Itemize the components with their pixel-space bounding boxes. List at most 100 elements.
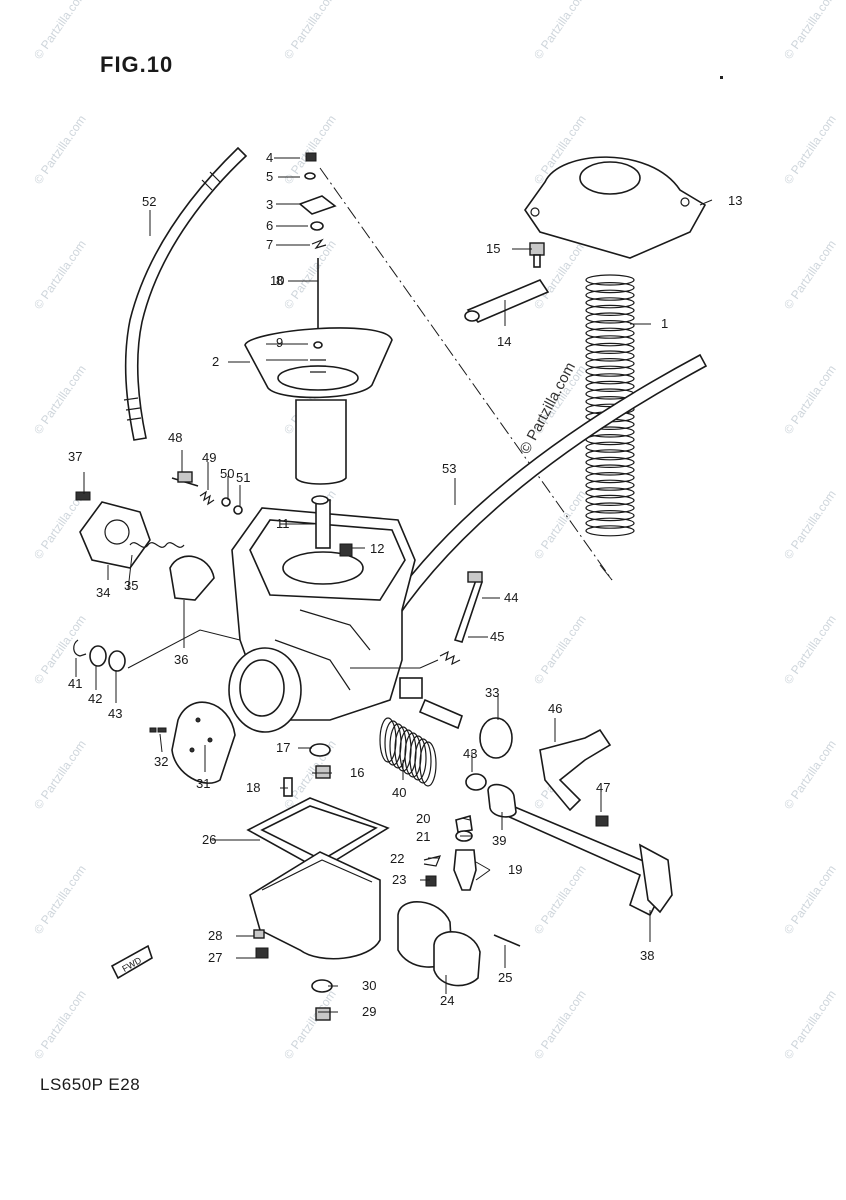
vent-tube-ribs — [123, 171, 221, 421]
callout-10: 10 — [270, 273, 284, 288]
callout-20: 20 — [416, 811, 430, 826]
callout-22: 22 — [390, 851, 404, 866]
bracket-slot — [464, 310, 480, 322]
callout-29: 29 — [362, 1004, 376, 1019]
watermark: © Partzilla.com — [31, 737, 89, 811]
callout-25: 25 — [498, 970, 512, 985]
callout-16: 16 — [350, 765, 364, 780]
callout-26: 26 — [202, 832, 216, 847]
float-pin-25 — [493, 934, 521, 947]
callout-7: 7 — [266, 237, 273, 252]
watermark: © Partzilla.com — [781, 862, 839, 936]
bowl-rim — [261, 859, 373, 891]
callout-31: 31 — [196, 776, 210, 791]
pilot-oring — [233, 505, 243, 515]
watermark: © Partzilla.com — [781, 987, 839, 1061]
spring-coil — [585, 282, 635, 294]
callout-3: 3 — [266, 197, 273, 212]
watermark: © Partzilla.com — [31, 362, 89, 436]
pump-diaphragm — [169, 555, 215, 601]
spring-coil — [585, 380, 635, 392]
callout-21: 21 — [416, 829, 430, 844]
spring-coil — [585, 464, 635, 476]
callout-42: 42 — [88, 691, 102, 706]
callout-47: 47 — [596, 780, 610, 795]
oring — [108, 650, 126, 672]
spring-coil — [585, 456, 635, 468]
figure-title: FIG.10 — [100, 52, 174, 77]
callout-30: 30 — [362, 978, 376, 993]
callout-23: 23 — [392, 872, 406, 887]
callout-43: 43 — [108, 706, 122, 721]
leader-lines — [75, 157, 713, 1013]
callout-18: 18 — [246, 780, 260, 795]
callout-33: 33 — [485, 685, 499, 700]
bracket-screw-head — [529, 242, 545, 256]
callout-13: 13 — [728, 193, 742, 208]
washer — [89, 645, 107, 667]
watermark: © Partzilla.com — [281, 987, 339, 1061]
piston-slide — [295, 399, 347, 485]
callout-27: 27 — [208, 950, 222, 965]
clip — [73, 639, 87, 657]
callout-38: 38 — [640, 948, 654, 963]
oring-small — [253, 929, 265, 939]
watermark: © Partzilla.com — [781, 487, 839, 561]
callout-49: 49 — [202, 450, 216, 465]
pump-cover-screw — [75, 491, 91, 501]
callout-50: 50 — [220, 466, 234, 481]
callout-32: 32 — [154, 754, 168, 769]
pilot-washer — [221, 497, 231, 507]
needle-seat — [313, 341, 323, 349]
spring-coil — [585, 494, 635, 506]
callout-37: 37 — [68, 449, 82, 464]
spring-coil — [585, 350, 635, 362]
callout-41: 41 — [68, 676, 82, 691]
watermark: © Partzilla.com — [531, 987, 589, 1061]
watermark: © Partzilla.com — [781, 0, 839, 62]
watermark: © Partzilla.com — [781, 362, 839, 436]
watermark: © Partzilla.com — [781, 112, 839, 186]
watermark: © Partzilla.com — [531, 0, 589, 62]
callout-9: 9 — [276, 335, 283, 350]
watermark: © Partzilla.com — [531, 612, 589, 686]
callout-28: 28 — [208, 928, 222, 943]
callout-6: 6 — [266, 218, 273, 233]
choke-bracket — [539, 728, 612, 812]
pilot-screw-head — [177, 471, 193, 483]
drain-plug — [315, 1007, 331, 1021]
gasket-inner — [260, 805, 378, 861]
body-bore — [282, 551, 364, 585]
main-jet-washer — [309, 743, 331, 757]
spring-coil — [585, 289, 635, 301]
callout-45: 45 — [490, 629, 504, 644]
vent-tube — [124, 146, 248, 441]
pump-spring — [129, 542, 185, 548]
callout-2: 2 — [212, 354, 219, 369]
retainer-plate — [298, 195, 337, 215]
callout-24: 24 — [440, 993, 454, 1008]
spring-coil — [585, 320, 635, 332]
spring-coil — [585, 327, 635, 339]
callout-39: 39 — [492, 833, 506, 848]
callout-5: 5 — [266, 169, 273, 184]
boot-fold — [419, 741, 437, 787]
screw-32 — [149, 727, 157, 733]
cover-hole — [189, 747, 195, 753]
top-screw — [305, 152, 317, 162]
callout-43: 43 — [463, 746, 477, 761]
main-jet — [315, 765, 331, 779]
boot-fold — [409, 735, 427, 781]
callout-11: 11 — [276, 516, 290, 531]
spring-coil — [585, 335, 635, 347]
small-spring — [311, 238, 327, 250]
idle-screw-head — [467, 571, 483, 583]
watermark: © Partzilla.com — [531, 862, 589, 936]
pump-cover — [79, 501, 151, 569]
callout-36: 36 — [174, 652, 188, 667]
watermark: © Partzilla.com — [781, 237, 839, 311]
spring-coil — [585, 342, 635, 354]
reference-line-tick — [599, 564, 613, 581]
callout-44: 44 — [504, 590, 518, 605]
